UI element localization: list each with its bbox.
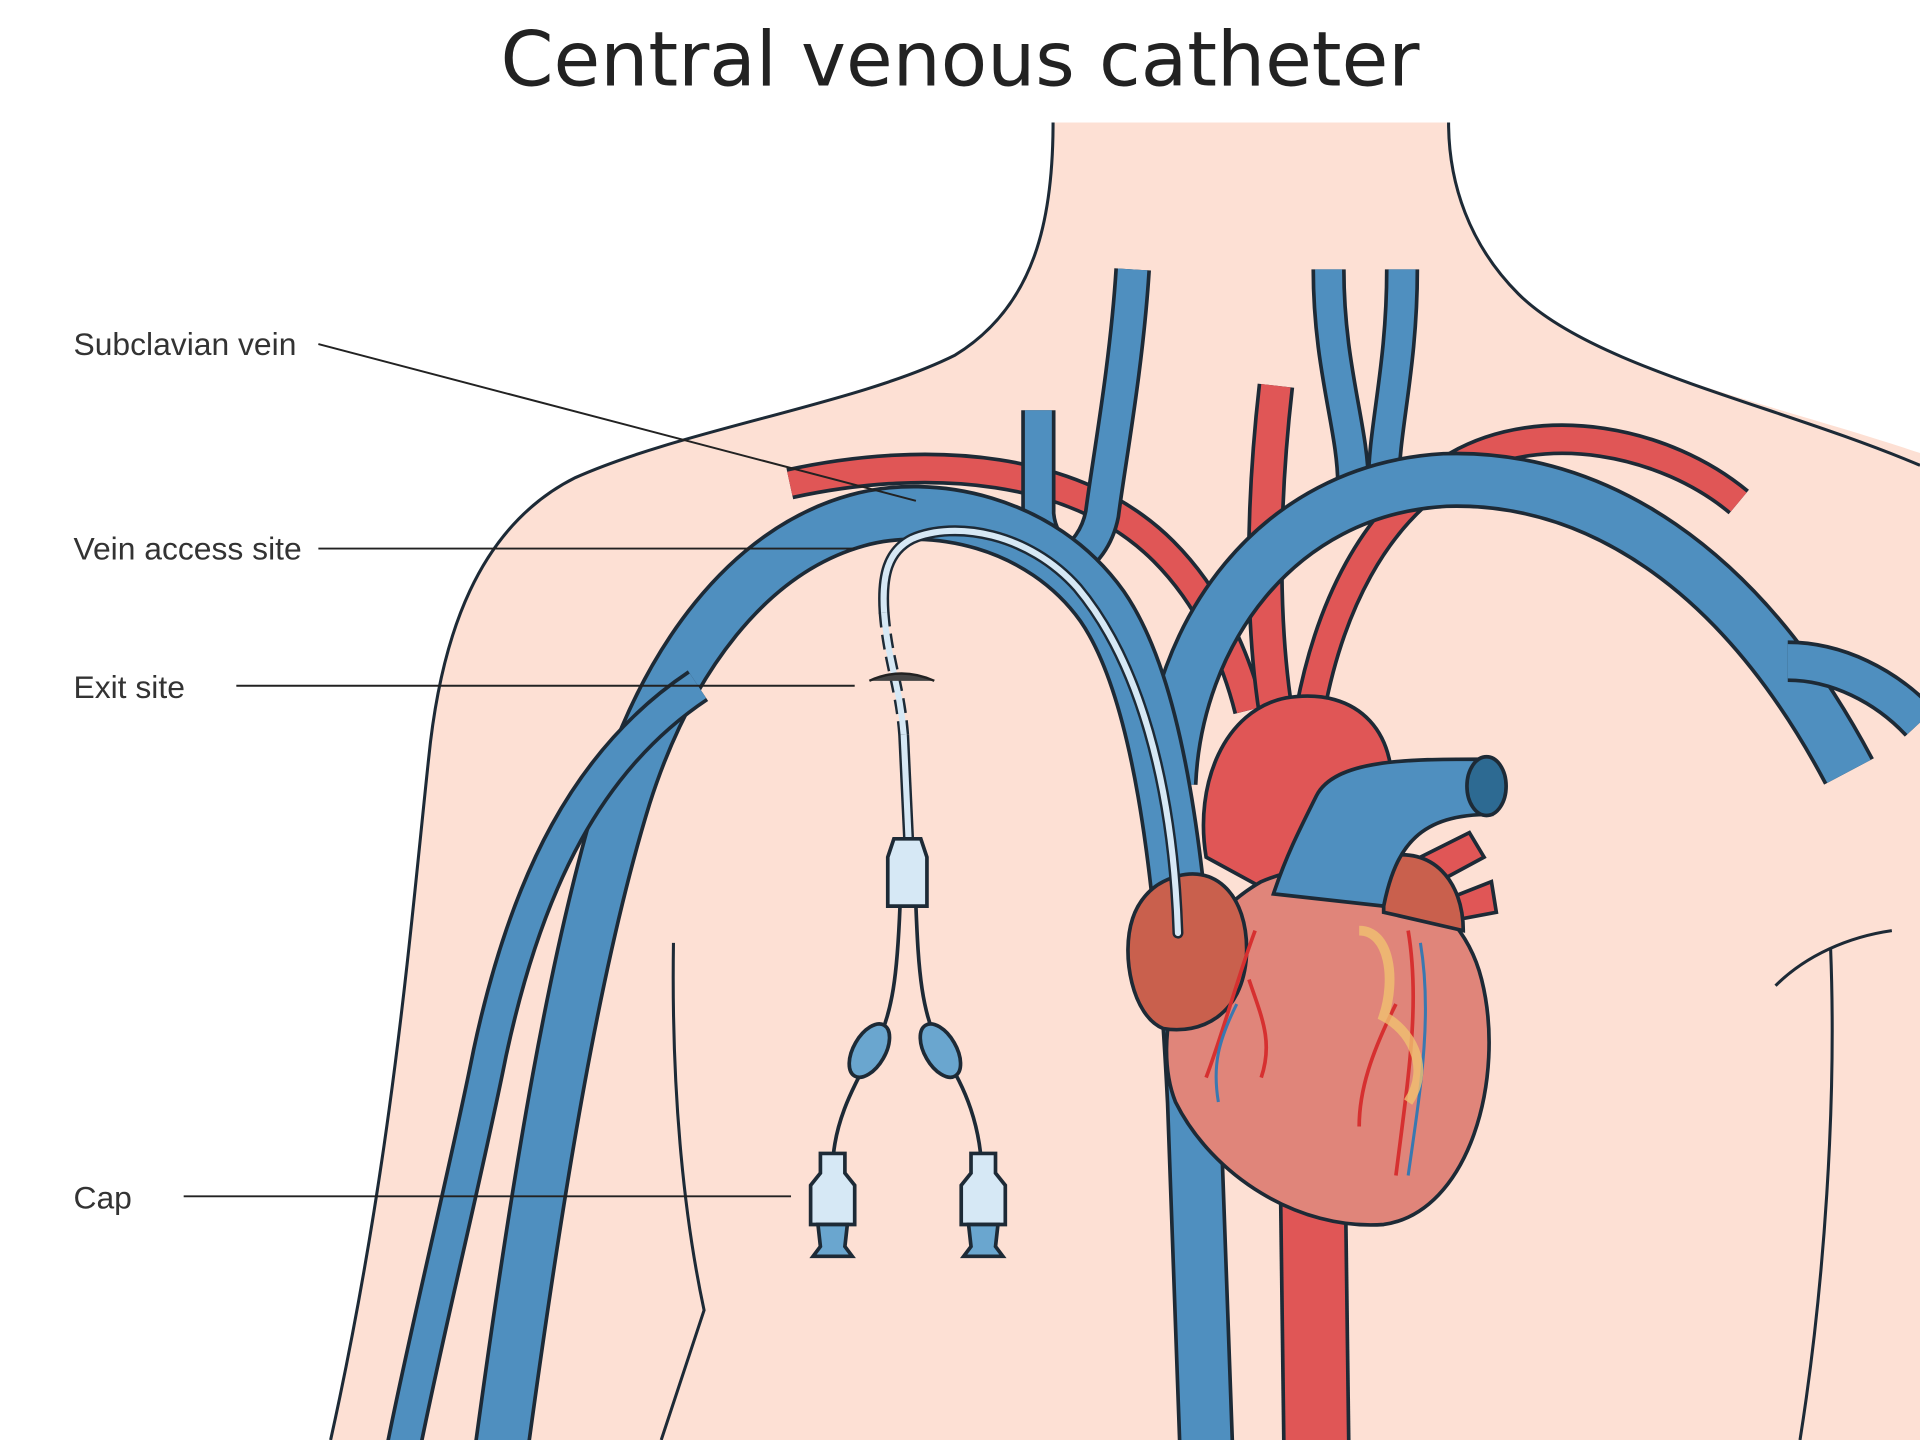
label-subclavian-vein: Subclavian vein bbox=[73, 326, 296, 362]
catheter-hub bbox=[885, 836, 929, 908]
label-exit-site: Exit site bbox=[73, 669, 184, 705]
veins bbox=[386, 268, 1920, 1440]
exit-site-mark bbox=[868, 672, 935, 682]
label-vein-access-site: Vein access site bbox=[73, 531, 301, 567]
label-cap: Cap bbox=[73, 1180, 131, 1216]
leader-subclavian-vein bbox=[318, 343, 917, 502]
heart bbox=[1126, 694, 1508, 1227]
cap-left bbox=[808, 1151, 857, 1259]
clamp-right bbox=[918, 1022, 963, 1080]
clamp-left bbox=[847, 1022, 892, 1080]
cap-right bbox=[959, 1151, 1008, 1259]
diagram-title: Central venous catheter bbox=[501, 16, 1421, 104]
annotations: Subclavian vein Vein access site Exit si… bbox=[73, 326, 917, 1216]
catheter bbox=[808, 525, 1184, 1259]
